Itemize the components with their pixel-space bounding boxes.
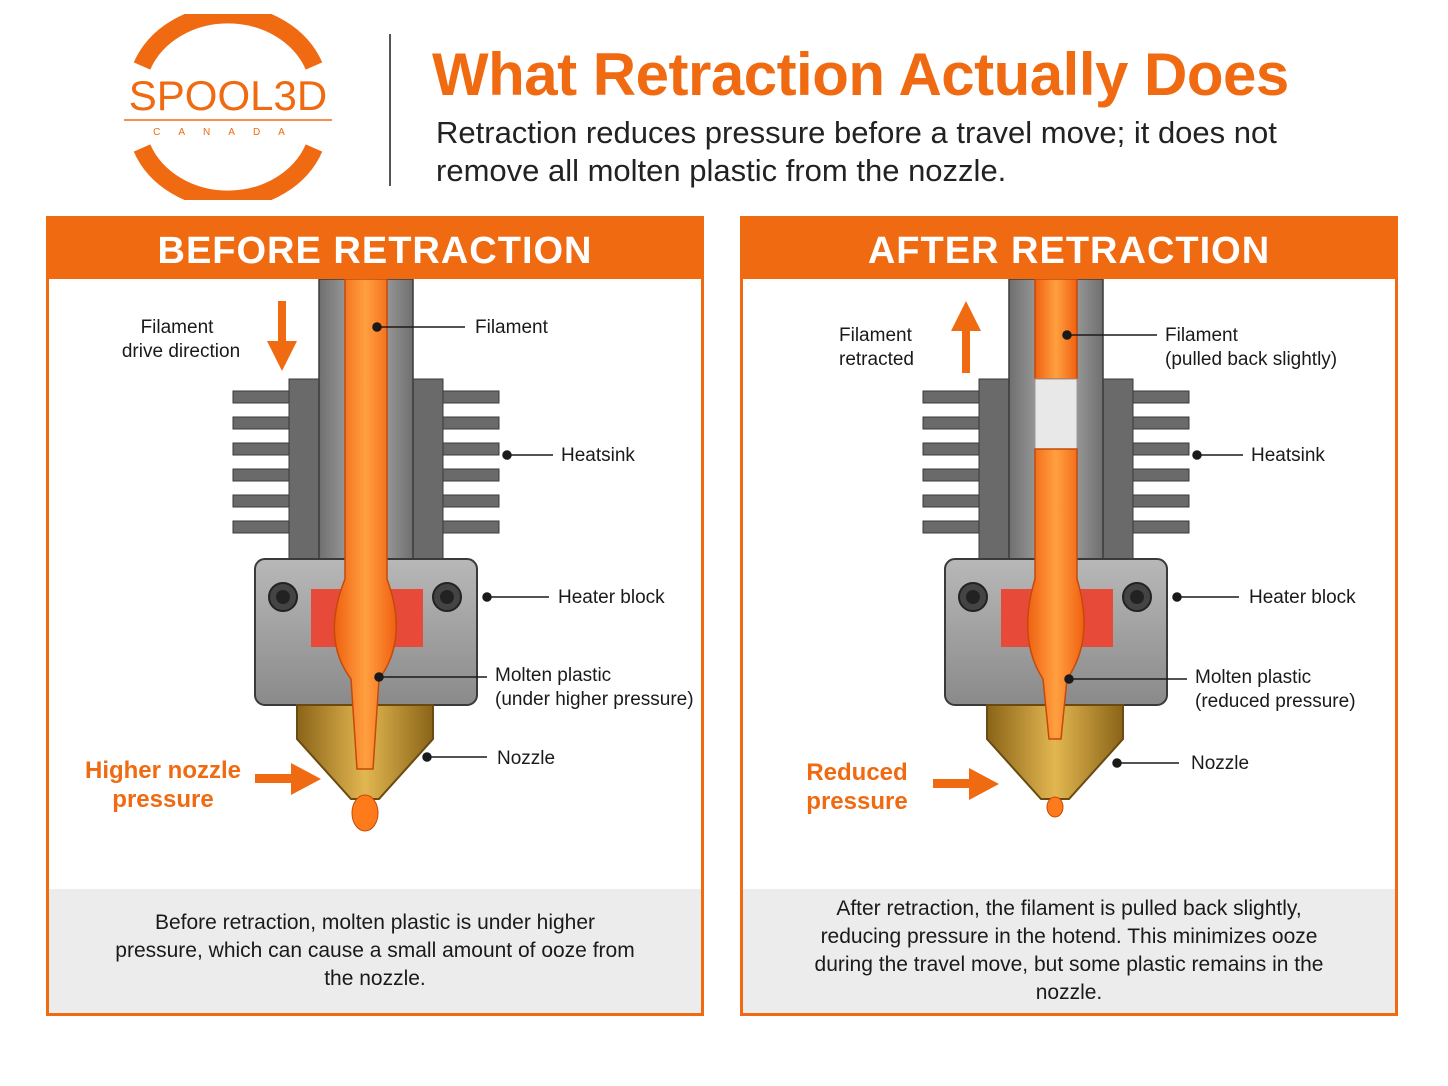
- label-nozzle: Nozzle: [1191, 753, 1249, 774]
- air-gap: [1034, 378, 1078, 450]
- after-retraction-panel: AFTER RETRACTION: [740, 216, 1398, 1016]
- logo-brand: SPOOL3D: [129, 72, 327, 119]
- nozzle-tip-bead: [1046, 796, 1064, 818]
- label-pressure-2: pressure: [806, 788, 907, 815]
- before-hotend-diagram: Filament drive direction Filament Heatsi…: [85, 279, 694, 832]
- label-filament-1: Filament: [1165, 325, 1239, 346]
- drive-direction-arrow-icon: [267, 301, 297, 371]
- before-panel-heading: BEFORE RETRACTION: [49, 219, 701, 279]
- heatsink: [922, 378, 1190, 560]
- header-divider: [389, 34, 391, 186]
- molten-plastic: [1026, 448, 1085, 740]
- nozzle: [986, 704, 1124, 800]
- pressure-arrow-icon: [933, 768, 999, 800]
- before-retraction-panel: BEFORE RETRACTION: [46, 216, 704, 1016]
- label-pressure-2: pressure: [112, 786, 213, 813]
- pressure-arrow-icon: [255, 763, 321, 795]
- label-heater-block: Heater block: [558, 587, 665, 608]
- label-molten-1: Molten plastic: [1195, 667, 1311, 688]
- label-molten-2: (under higher pressure): [495, 689, 694, 710]
- label-heatsink: Heatsink: [1251, 445, 1325, 466]
- label-filament: Filament: [475, 317, 549, 338]
- label-retract-1: Filament: [839, 325, 913, 346]
- label-pressure-1: Higher nozzle: [85, 757, 241, 784]
- label-drive-2: drive direction: [122, 341, 240, 362]
- heatsink: [232, 378, 500, 560]
- retract-arrow-icon: [951, 301, 981, 373]
- after-caption: After retraction, the filament is pulled…: [814, 897, 1324, 1004]
- label-pressure-1: Reduced: [806, 759, 907, 786]
- label-heater-block: Heater block: [1249, 587, 1356, 608]
- label-retract-2: retracted: [839, 349, 914, 370]
- after-panel-heading: AFTER RETRACTION: [743, 219, 1395, 279]
- page-subtitle: Retraction reduces pressure before a tra…: [436, 115, 1277, 188]
- after-caption-box: After retraction, the filament is pulled…: [743, 889, 1395, 1013]
- before-caption: Before retraction, molten plastic is und…: [115, 911, 635, 990]
- spool3d-logo: SPOOL3D CANADA: [124, 14, 332, 200]
- ooze-drip: [351, 794, 379, 832]
- molten-plastic: [333, 279, 398, 770]
- label-molten-2: (reduced pressure): [1195, 691, 1356, 712]
- after-hotend-diagram: Filament retracted Filament (pulled back…: [806, 279, 1356, 818]
- logo-tagline: CANADA: [153, 127, 303, 138]
- label-molten-1: Molten plastic: [495, 665, 611, 686]
- label-filament-2: (pulled back slightly): [1165, 349, 1337, 370]
- page-title: What Retraction Actually Does: [432, 41, 1289, 108]
- before-caption-box: Before retraction, molten plastic is und…: [49, 889, 701, 1013]
- filament: [1034, 279, 1078, 380]
- label-heatsink: Heatsink: [561, 445, 635, 466]
- label-nozzle: Nozzle: [497, 748, 555, 769]
- label-drive-1: Filament: [141, 317, 215, 338]
